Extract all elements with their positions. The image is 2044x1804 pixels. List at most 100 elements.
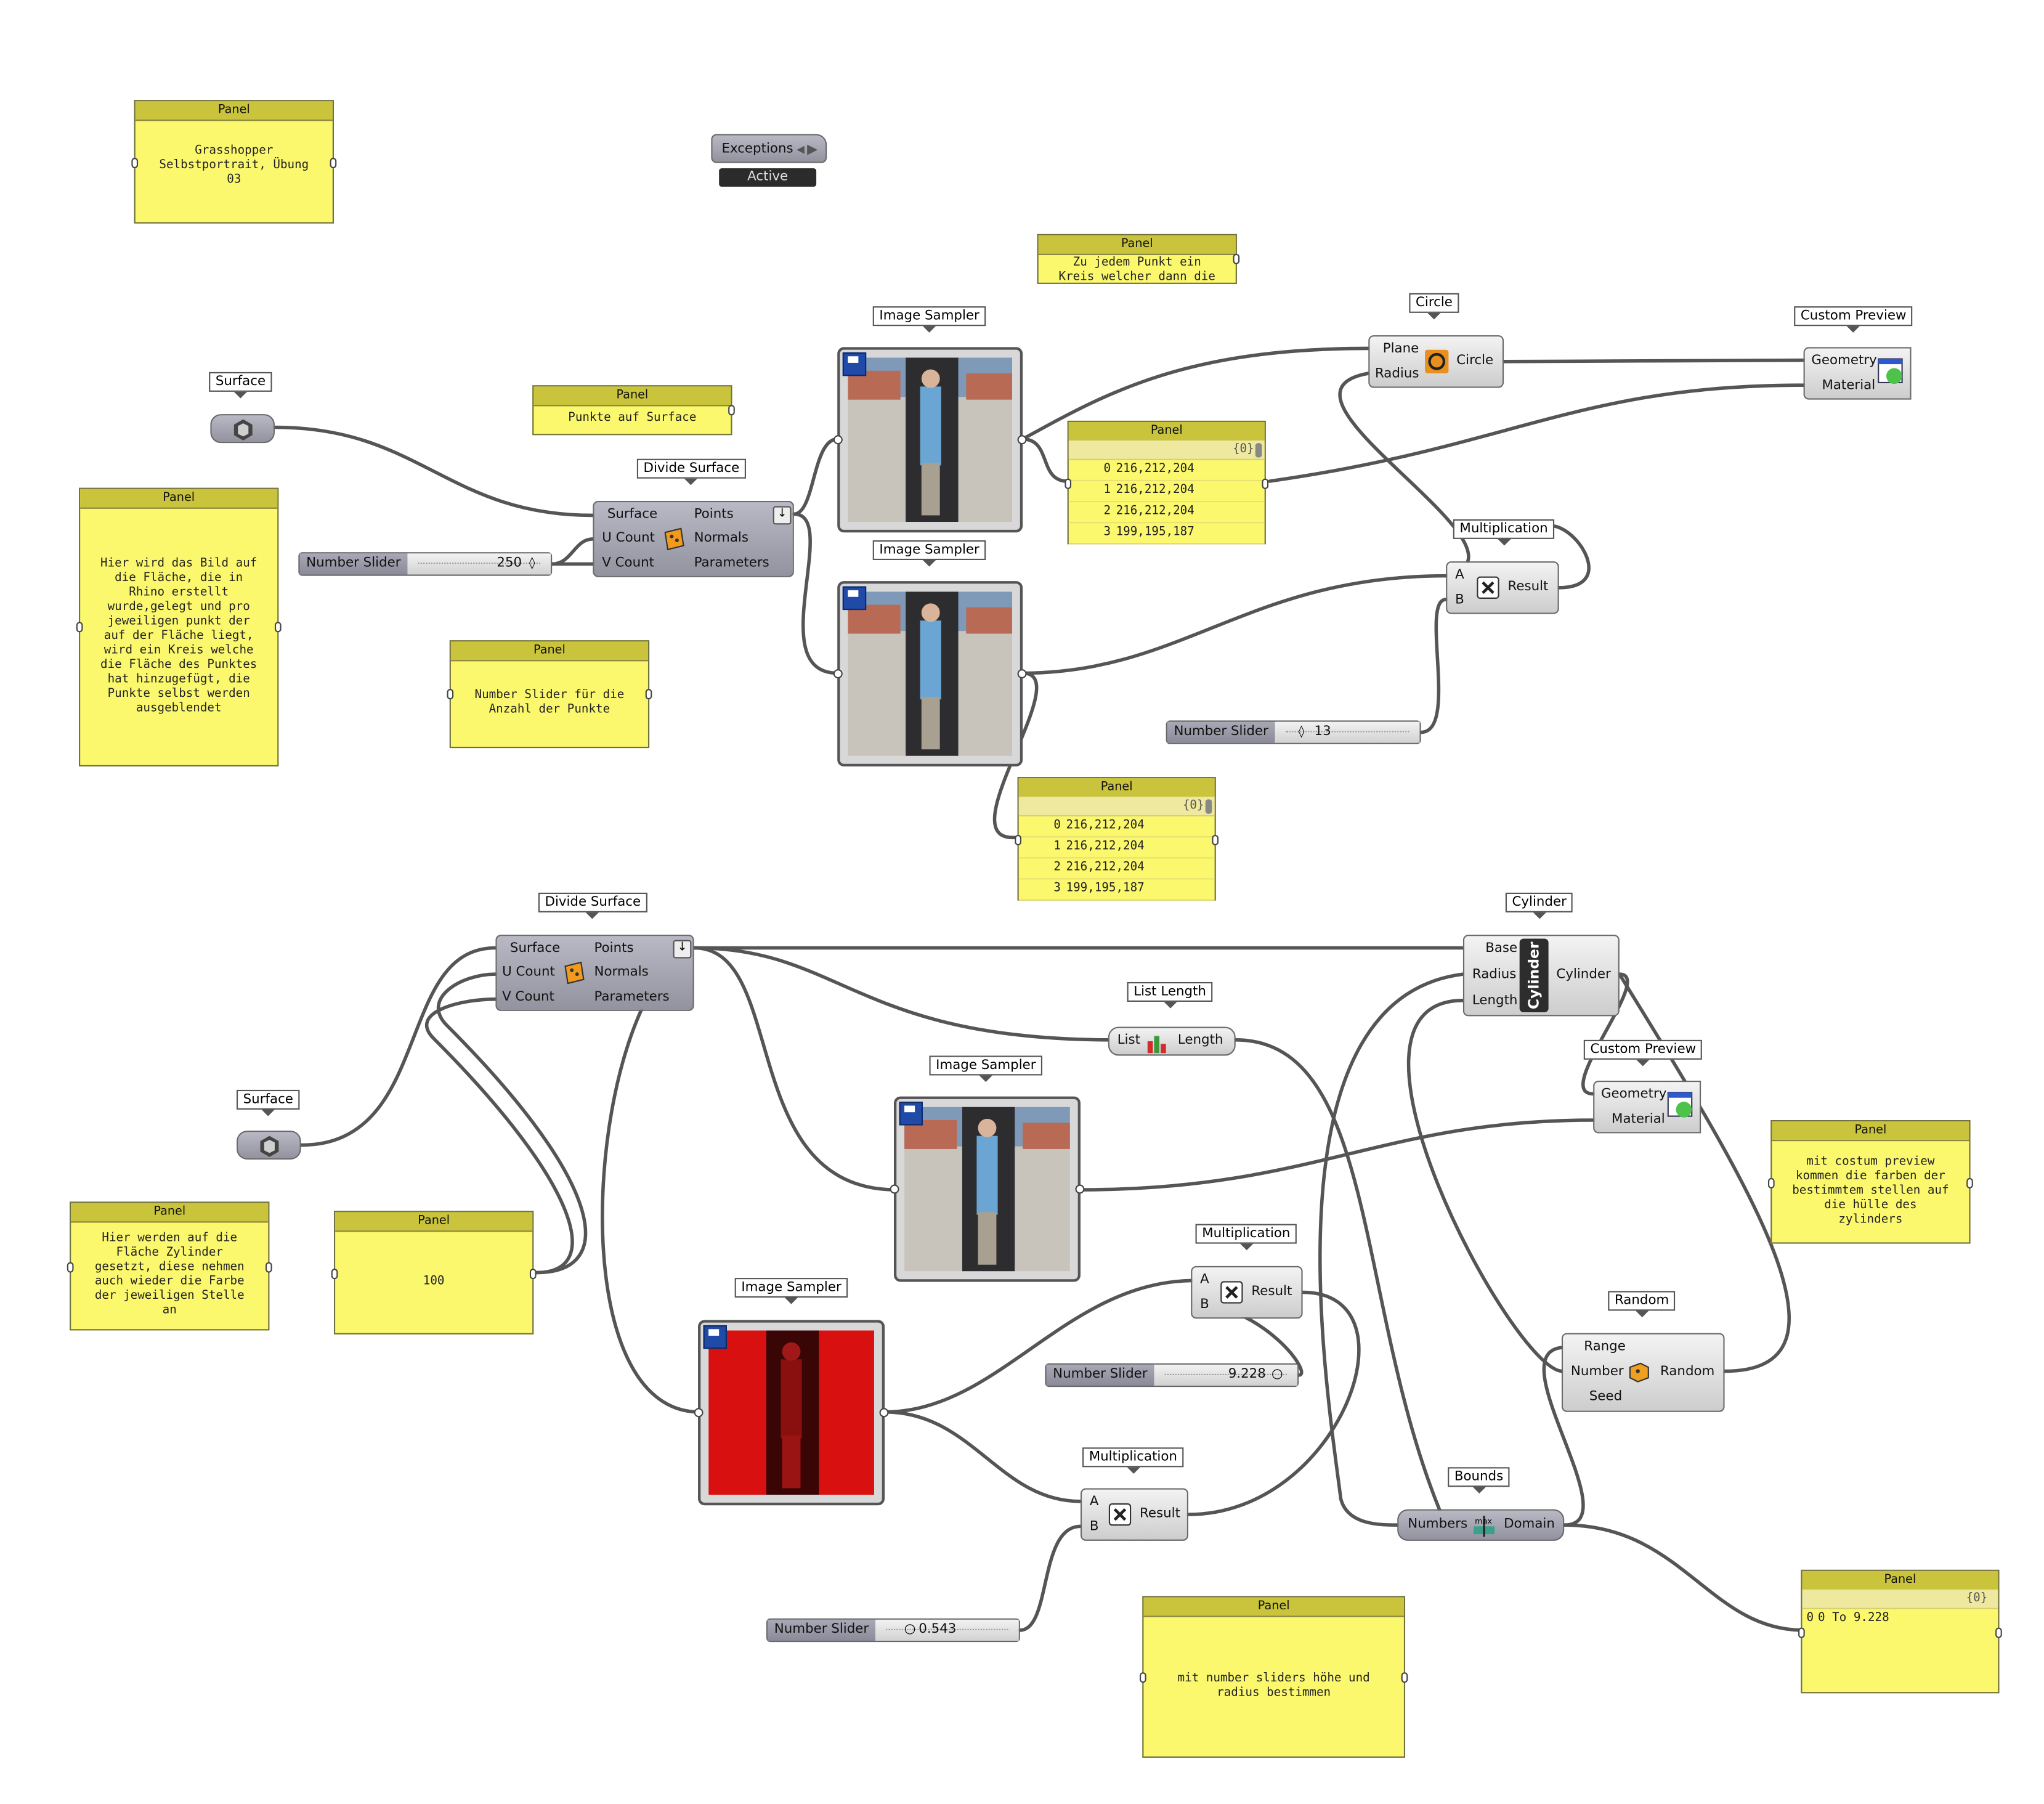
image-sampler-3[interactable]	[890, 1096, 1085, 1282]
output-points[interactable]: Points	[694, 507, 734, 522]
circle-note-panel[interactable]: Panel Zu jedem Punkt ein Kreis welcher d…	[1037, 234, 1240, 284]
slider-grip-icon[interactable]: ○	[1271, 1367, 1283, 1382]
panel-input-pin[interactable]	[331, 1269, 338, 1280]
output-domain[interactable]: Domain	[1504, 1517, 1555, 1532]
number-slider-250[interactable]: Number Slider 250 ◊	[298, 552, 553, 576]
output-result[interactable]: Result	[1251, 1284, 1292, 1299]
input-geometry[interactable]: Geometry	[1811, 353, 1877, 368]
panel-input-pin[interactable]	[1140, 1672, 1146, 1683]
exceptions-component[interactable]: Exceptions	[711, 134, 827, 163]
image-sampler-1[interactable]	[833, 347, 1027, 533]
input-v-count[interactable]: V Count	[602, 556, 655, 571]
save-icon[interactable]	[842, 586, 867, 611]
output-circle[interactable]: Circle	[1456, 353, 1494, 368]
slider-note-panel[interactable]: Panel Number Slider für die Anzahl der P…	[447, 640, 652, 749]
multiplication-component-1[interactable]: A B Result	[1446, 561, 1559, 614]
panel-output-pin[interactable]	[1995, 1627, 2002, 1638]
output-points[interactable]: Points	[594, 941, 634, 956]
panel-input-pin[interactable]	[1767, 1177, 1775, 1188]
input-plane[interactable]: Plane	[1382, 341, 1419, 357]
arrow-down-icon[interactable]: ↓	[773, 506, 792, 525]
save-icon[interactable]	[842, 352, 867, 376]
input-u-count[interactable]: U Count	[502, 965, 555, 980]
preview-note-panel[interactable]: Panel mit costum preview kommen die farb…	[1767, 1119, 1973, 1244]
points-note-panel[interactable]: Panel Punkte auf Surface	[532, 385, 735, 436]
slider-height-note-panel[interactable]: Panel mit number sliders höhe und radius…	[1140, 1596, 1408, 1758]
panel-output-pin[interactable]	[1966, 1177, 1973, 1188]
custom-preview-component[interactable]: Geometry Material	[1803, 347, 1912, 400]
input-material[interactable]: Material	[1612, 1112, 1665, 1127]
panel-input-pin[interactable]	[447, 689, 454, 700]
input-surface[interactable]: Surface	[607, 507, 658, 522]
bounds-component[interactable]: Numbers max Domain	[1397, 1509, 1565, 1541]
circle-component[interactable]: Plane Radius Circle	[1368, 335, 1504, 388]
output-normals[interactable]: Normals	[594, 965, 649, 980]
output-length[interactable]: Length	[1177, 1033, 1223, 1048]
panel-input-pin[interactable]	[1065, 478, 1072, 489]
panel-input-pin[interactable]	[1015, 834, 1021, 846]
input-base[interactable]: Base	[1485, 941, 1518, 956]
image-sampler-2[interactable]	[833, 581, 1027, 767]
output-result[interactable]: Result	[1140, 1506, 1180, 1521]
slider-grip-icon[interactable]: ◊	[1298, 725, 1305, 739]
panel-scrollbar[interactable]	[1255, 443, 1262, 458]
panel-output-pin[interactable]	[1401, 1672, 1408, 1683]
input-u-count[interactable]: U Count	[602, 531, 655, 546]
input-surface[interactable]: Surface	[509, 941, 561, 956]
save-icon[interactable]	[703, 1325, 727, 1349]
input-geometry[interactable]: Geometry	[1600, 1087, 1667, 1102]
title-panel[interactable]: Panel Grasshopper Selbstportrait, Übung …	[131, 100, 337, 224]
input-b[interactable]: B	[1089, 1519, 1099, 1535]
input-list[interactable]: List	[1117, 1033, 1141, 1048]
divide-surface-component[interactable]: Surface U Count V Count Points Normals P…	[495, 935, 694, 1011]
output-result[interactable]: Result	[1507, 580, 1549, 595]
output-pin[interactable]	[1017, 435, 1027, 445]
output-pin[interactable]	[1017, 669, 1027, 679]
divide-surface-component[interactable]: Surface U Count V Count Points Normals P…	[593, 500, 794, 577]
slider-grip-icon[interactable]: ◊	[529, 557, 535, 571]
surface-param[interactable]	[237, 1131, 301, 1160]
input-numbers[interactable]: Numbers	[1408, 1517, 1468, 1532]
input-a[interactable]: A	[1200, 1272, 1209, 1287]
input-v-count[interactable]: V Count	[502, 989, 554, 1005]
output-parameters[interactable]: Parameters	[694, 556, 769, 571]
save-icon[interactable]	[899, 1102, 923, 1126]
cylinder-note-panel[interactable]: Panel Hier werden auf die Fläche Zylinde…	[67, 1201, 272, 1331]
output-parameters[interactable]: Parameters	[594, 989, 670, 1005]
panel-output-pin[interactable]	[330, 158, 337, 169]
panel-output-pin[interactable]	[274, 622, 282, 633]
panel-output-pin[interactable]	[645, 689, 652, 700]
output-normals[interactable]: Normals	[694, 531, 748, 546]
cylinder-component[interactable]: Base Radius Length Cylinder Cylinder	[1462, 935, 1620, 1017]
random-component[interactable]: Range Number Seed Random	[1561, 1333, 1725, 1412]
input-b[interactable]: B	[1455, 593, 1464, 607]
number-slider-9228[interactable]: Number Slider 9.228 ○	[1045, 1363, 1299, 1388]
panel-output-pin[interactable]	[728, 405, 735, 416]
output-pin[interactable]	[1075, 1184, 1085, 1194]
input-radius[interactable]: Radius	[1374, 367, 1419, 381]
slider-grip-icon[interactable]: ○	[904, 1622, 916, 1637]
input-b[interactable]: B	[1200, 1298, 1209, 1312]
output-cylinder[interactable]: Cylinder	[1556, 967, 1611, 982]
input-material[interactable]: Material	[1822, 378, 1876, 394]
panel-input-pin[interactable]	[67, 1262, 74, 1273]
input-pin[interactable]	[890, 1184, 899, 1194]
multiplication-component-3[interactable]: A B Result	[1080, 1488, 1188, 1541]
input-pin[interactable]	[833, 435, 843, 445]
input-pin[interactable]	[694, 1408, 704, 1418]
panel-scrollbar[interactable]	[1205, 799, 1212, 814]
number-slider-0543[interactable]: Number Slider ○ 0.543	[766, 1618, 1020, 1643]
panel-output-pin[interactable]	[1233, 253, 1240, 264]
surface-param[interactable]	[210, 414, 275, 444]
panel-output-pin[interactable]	[1212, 834, 1219, 846]
panel-output-pin[interactable]	[266, 1262, 272, 1273]
explain-note-panel[interactable]: Panel Hier wird das Bild auf die Fläche,…	[76, 487, 282, 767]
panel-input-pin[interactable]	[76, 622, 83, 633]
output-pin[interactable]	[879, 1408, 889, 1418]
panel-input-pin[interactable]	[131, 158, 139, 169]
value-100-panel[interactable]: Panel 100	[331, 1211, 537, 1335]
